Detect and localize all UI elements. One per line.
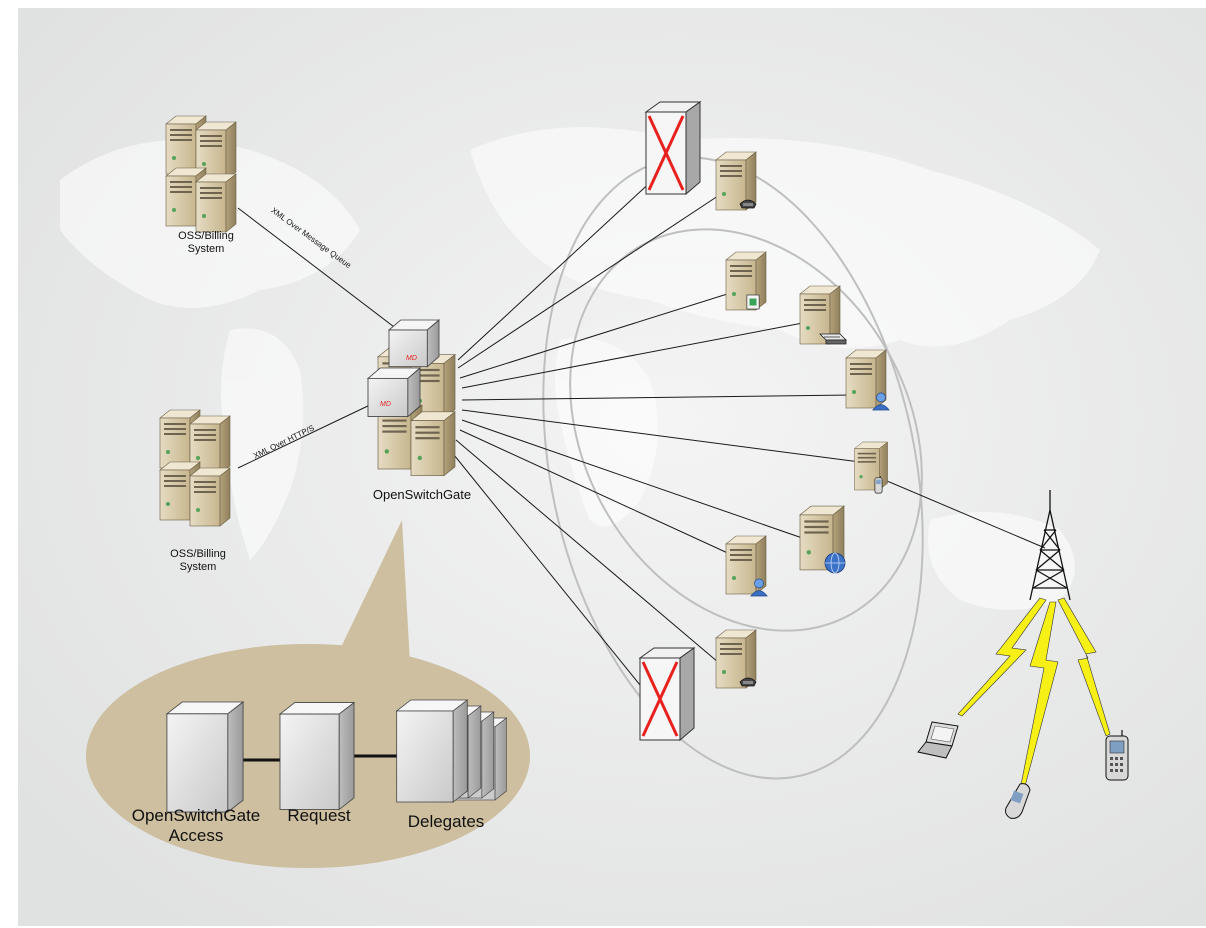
server-mobile-icon — [854, 441, 888, 494]
inner-network-ellipse — [569, 228, 923, 632]
server-user-icon — [725, 535, 768, 597]
server-chip-icon — [725, 251, 767, 311]
cell-phone-icon — [1105, 730, 1129, 781]
request-label: Request — [287, 806, 351, 825]
line-user-server-left — [459, 429, 733, 556]
connection-lines — [237, 177, 1046, 686]
server-globe-icon — [799, 505, 846, 574]
server-stack-icon — [166, 116, 236, 232]
callout-pointer — [332, 520, 410, 666]
md-box-top: MD — [388, 319, 440, 368]
line-tower — [879, 477, 1046, 549]
line-oss-bottom — [237, 403, 373, 469]
delegates-block-icon — [396, 699, 507, 803]
failed-server-icon — [644, 100, 702, 196]
line-mobile-server — [461, 409, 861, 463]
server-user-icon — [845, 349, 890, 411]
line-failed-top — [457, 177, 656, 361]
line-user-server-right — [461, 394, 853, 401]
line-phone-top — [457, 187, 731, 369]
server-phone-icon — [715, 629, 757, 689]
line-chip-server — [459, 289, 741, 379]
line-failed-bottom — [449, 449, 641, 686]
md-badge-left: MD — [380, 401, 391, 408]
md-badge-top: MD — [406, 355, 417, 362]
line-phone-bottom — [455, 439, 726, 669]
line-oss-top — [237, 207, 399, 331]
access-label: OpenSwitchGate Access — [131, 806, 261, 845]
line-printer-server — [461, 321, 809, 389]
flip-phone-icon — [1005, 783, 1031, 819]
laptop-icon — [917, 721, 959, 759]
gateway-label: OpenSwitchGate — [372, 487, 472, 502]
delegates-label: Delegates — [407, 812, 485, 831]
request-block-icon — [279, 702, 355, 810]
md-box-left: MD — [367, 367, 421, 417]
server-printer-icon — [799, 285, 847, 345]
line-globe-server — [461, 419, 809, 541]
radio-tower-icon — [1029, 490, 1071, 601]
server-stack-icon — [160, 410, 230, 526]
oss-bottom-label: OSS/Billing System — [170, 548, 226, 573]
access-block-icon — [166, 701, 244, 813]
failed-server-icon — [638, 646, 696, 742]
oss-top-label: OSS/Billing System — [178, 230, 234, 255]
server-phone-icon — [715, 151, 757, 211]
